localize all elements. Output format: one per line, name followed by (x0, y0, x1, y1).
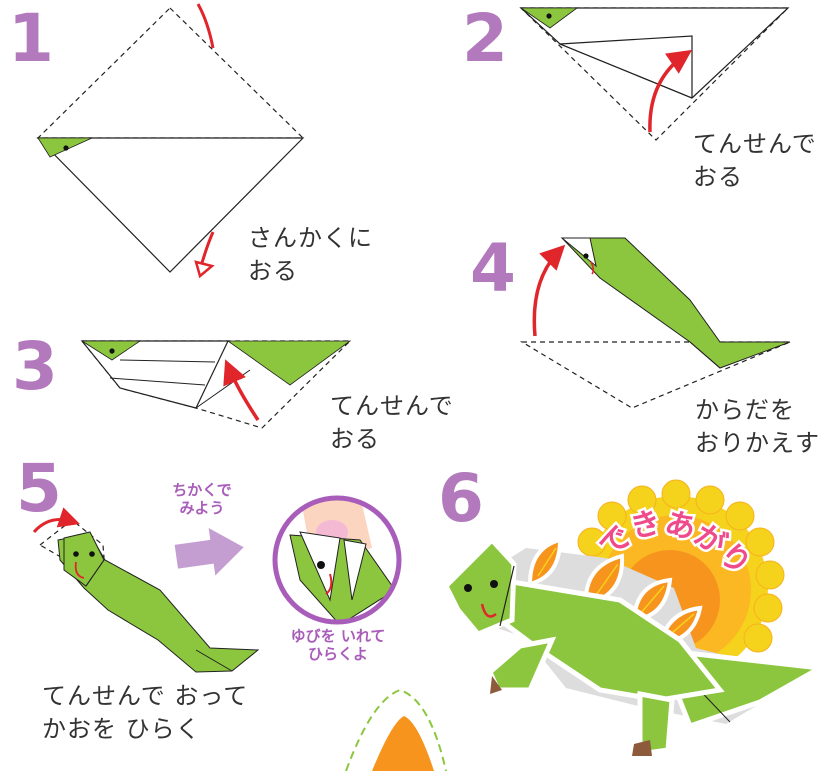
step1-bottom-triangle (36, 137, 305, 273)
look-closer-arrow (174, 527, 244, 576)
dino-head (442, 536, 517, 638)
step4-figure (519, 237, 791, 409)
look-closer-note: ちかくで みよう (172, 481, 232, 517)
step6-figure (442, 479, 828, 757)
step2-eye (546, 13, 552, 19)
step4-dashed-outline (519, 341, 791, 409)
step-number-5: 5 (16, 450, 62, 527)
step5-instruction: てんせんで おって かおを ひらく (42, 682, 249, 743)
step3-green-tail (226, 340, 352, 386)
dino-smile (480, 603, 497, 618)
step3-figure (80, 340, 352, 429)
step3-crease-2 (119, 359, 216, 363)
step5-eye-left (73, 551, 79, 557)
zoom-white-flap-2 (343, 539, 367, 601)
dino-eye-right (490, 580, 498, 588)
step1-arrowhead (194, 260, 215, 279)
step5-tail-crease (195, 649, 233, 672)
zoom-ring (272, 495, 402, 625)
step2-inner-fold (559, 35, 693, 98)
step4-green-body (560, 237, 791, 369)
step3-crease-1 (109, 377, 206, 386)
step2-fold-arrow (648, 49, 693, 133)
step4-eye (583, 253, 589, 259)
step1-arrow-top (196, 3, 215, 49)
step2-crease (559, 43, 693, 99)
step3-eye (109, 348, 115, 354)
partial-orange-shape (372, 716, 434, 771)
dino-back-leg (637, 690, 675, 757)
step4-white-head (560, 237, 597, 268)
step-number-1: 1 (8, 0, 54, 77)
step4-instruction: からだを おりかえす (695, 396, 820, 457)
step4-fold-arrow (532, 244, 566, 337)
step1-figure (36, 3, 305, 279)
finger-tip-note: ゆびを いれて ひらくよ (290, 627, 386, 663)
step2-instruction: てんせんで おる (693, 130, 817, 191)
dino-front-leg (486, 636, 557, 693)
step-number-6: 6 (438, 460, 484, 537)
next-figure-partial (345, 688, 447, 771)
step5-fold-arrow (32, 507, 80, 534)
zoom-circle (272, 495, 402, 625)
dino-eye-left (464, 584, 472, 592)
step1-top-dashed (36, 7, 305, 139)
step-number-2: 2 (462, 0, 508, 77)
step-number-3: 3 (12, 328, 58, 405)
step3-instruction: てんせんで おる (330, 392, 454, 453)
step2-dashed-outline (519, 7, 790, 141)
step5-figure (32, 507, 260, 673)
step2-figure (519, 7, 790, 141)
zoom-smile (325, 573, 333, 595)
dino-body (497, 577, 725, 703)
step5-smile (74, 561, 85, 579)
step1-instruction: さんかくに おる (248, 224, 373, 285)
step4-smile (590, 261, 595, 275)
step5-neck-line (85, 559, 105, 587)
step1-eye (63, 145, 69, 151)
step3-fold-arrow (223, 359, 260, 421)
partial-dashed-outline (345, 688, 447, 771)
step4-tail-crease (689, 341, 721, 369)
step-number-4: 4 (470, 230, 516, 307)
step2-folded-paper (519, 7, 790, 99)
step5-eye-right (89, 551, 95, 557)
zoom-eye (317, 561, 325, 569)
